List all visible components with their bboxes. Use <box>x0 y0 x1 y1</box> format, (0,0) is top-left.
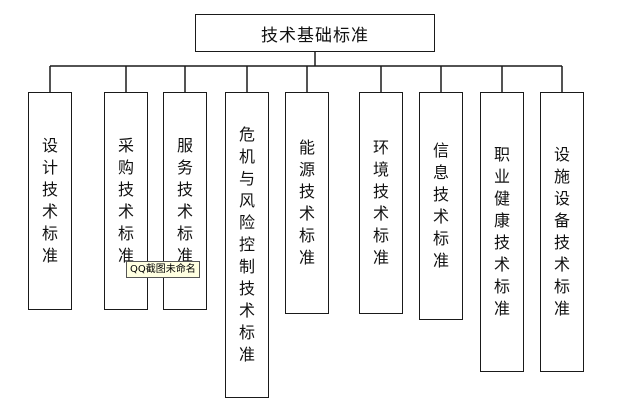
child-node-environment: 环境技术标准 <box>359 92 403 314</box>
child-node-label: 设施设备技术标准 <box>553 145 570 318</box>
child-node-label: 设计技术标准 <box>41 136 58 265</box>
child-node-label: 服务技术标准 <box>176 136 193 265</box>
child-node-occupational-health: 职业健康技术标准 <box>480 92 524 372</box>
child-node-label: 信息技术标准 <box>432 141 449 270</box>
child-node-information: 信息技术标准 <box>419 92 463 320</box>
child-node-energy: 能源技术标准 <box>285 92 329 314</box>
child-node-label: 职业健康技术标准 <box>493 145 510 318</box>
screenshot-tooltip: QQ截图未命名 <box>126 261 200 278</box>
child-node-label: 能源技术标准 <box>298 138 315 267</box>
child-node-label: 采购技术标准 <box>117 136 134 265</box>
root-node-label: 技术基础标准 <box>261 25 369 46</box>
child-node-facilities: 设施设备技术标准 <box>540 92 584 372</box>
root-node: 技术基础标准 <box>195 14 435 52</box>
child-node-design: 设计技术标准 <box>28 92 72 310</box>
child-node-label: 危机与风险控制技术标准 <box>238 125 255 364</box>
child-node-crisis-risk: 危机与风险控制技术标准 <box>225 92 269 398</box>
child-node-label: 环境技术标准 <box>372 138 389 267</box>
